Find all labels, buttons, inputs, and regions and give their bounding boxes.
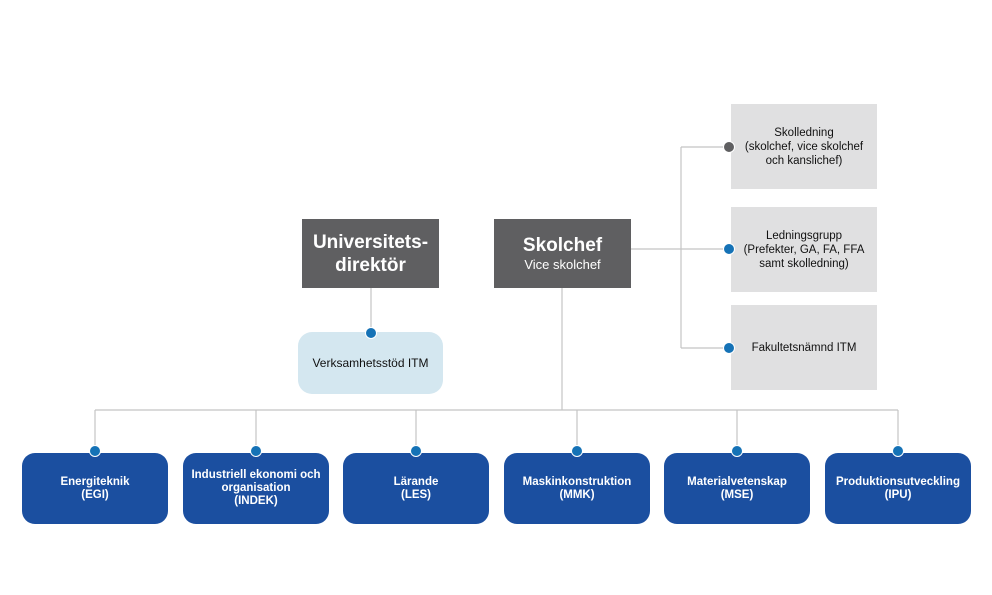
universitetsdirektor-line2: direktör <box>335 254 406 276</box>
universitetsdirektor-box: Universitets- direktör <box>302 219 439 288</box>
department-box-les: Lärande (LES) <box>343 453 489 524</box>
ledningsgrupp-line1: Ledningsgrupp <box>765 229 843 242</box>
fakultetsnamnd-box: Fakultetsnämnd ITM <box>731 305 877 390</box>
ledningsgrupp-line3: samt skolledning) <box>759 257 849 270</box>
connector-dot-ledningsgrupp <box>723 243 735 255</box>
connector-dot <box>892 445 904 457</box>
department-abbr: (MMK) <box>559 488 595 501</box>
connector-dot <box>410 445 422 457</box>
department-abbr: (MSE) <box>720 488 754 501</box>
department-abbr: (IPU) <box>884 488 912 501</box>
department-abbr: (LES) <box>400 488 432 501</box>
connector-dot-fakultetsnamnd <box>723 342 735 354</box>
department-name: Materialvetenskap <box>687 475 787 488</box>
skolledning-box: Skolledning (skolchef, vice skolchef och… <box>731 104 877 189</box>
skolledning-line3: och kanslichef) <box>765 154 843 167</box>
skolchef-title: Skolchef <box>522 235 603 256</box>
connector-dot <box>571 445 583 457</box>
department-name: Industriell ekonomi och organisation <box>191 469 321 494</box>
department-name: Lärande <box>393 475 439 488</box>
department-abbr: (EGI) <box>81 488 109 501</box>
department-box-mmk: Maskinkonstruktion (MMK) <box>504 453 650 524</box>
connector-dot <box>250 445 262 457</box>
department-box-mse: Materialvetenskap (MSE) <box>664 453 810 524</box>
skolchef-box: Skolchef Vice skolchef <box>494 219 631 288</box>
verksamhetsstod-box: Verksamhetsstöd ITM <box>298 332 443 394</box>
skolledning-line2: (skolchef, vice skolchef <box>744 140 864 153</box>
department-box-indek: Industriell ekonomi och organisation (IN… <box>183 453 329 524</box>
connector-dot <box>365 327 377 339</box>
universitetsdirektor-line1: Universitets- <box>312 231 429 253</box>
fakultetsnamnd-line1: Fakultetsnämnd ITM <box>751 341 857 354</box>
department-box-ipu: Produktionsutveckling (IPU) <box>825 453 971 524</box>
department-name: Produktionsutveckling <box>836 475 960 488</box>
skolchef-subtitle: Vice skolchef <box>524 257 601 272</box>
ledningsgrupp-box: Ledningsgrupp (Prefekter, GA, FA, FFA sa… <box>731 207 877 292</box>
ledningsgrupp-line2: (Prefekter, GA, FA, FFA <box>743 243 865 256</box>
connector-dot-skolledning <box>723 141 735 153</box>
verksamhetsstod-label: Verksamhetsstöd ITM <box>312 356 429 370</box>
skolledning-line1: Skolledning <box>774 126 834 139</box>
connector-dot <box>731 445 743 457</box>
connector-dot <box>89 445 101 457</box>
department-name: Energiteknik <box>60 475 130 488</box>
department-box-egi: Energiteknik (EGI) <box>22 453 168 524</box>
department-name: Maskinkonstruktion <box>522 475 632 488</box>
department-abbr: (INDEK) <box>234 495 278 507</box>
